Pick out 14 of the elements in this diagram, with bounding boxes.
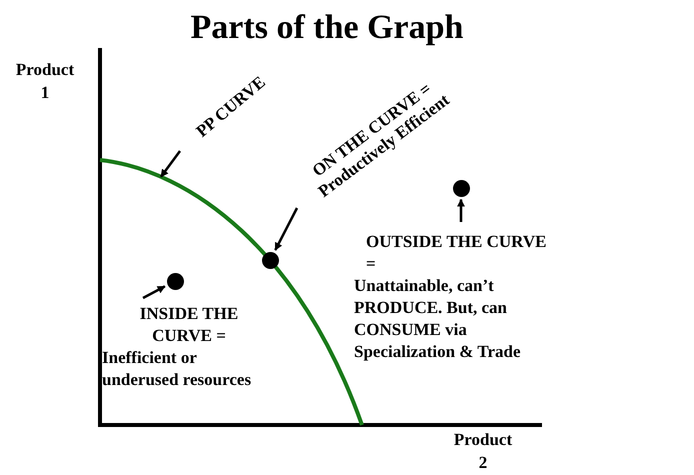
arrow xyxy=(142,285,166,300)
arrow xyxy=(274,207,298,251)
annotation-text: Inefficient or underused resources xyxy=(102,347,252,391)
axis-title: Product 1 xyxy=(14,59,76,104)
arrow xyxy=(457,198,465,222)
annotation-heading: OUTSIDE THE CURVE = xyxy=(365,231,548,275)
annotation-text: Unattainable, can’t PRODUCE. But, can CONSUME via Specialization & Trade xyxy=(354,275,522,363)
point-dot xyxy=(452,180,470,196)
annotation-heading: INSIDE THE CURVE = xyxy=(138,303,240,347)
axis-title: Product 2 xyxy=(452,429,514,474)
arrow xyxy=(160,150,181,178)
point-dot xyxy=(166,272,184,290)
title: Parts of the Graph xyxy=(190,8,464,48)
point-dot xyxy=(262,252,279,269)
